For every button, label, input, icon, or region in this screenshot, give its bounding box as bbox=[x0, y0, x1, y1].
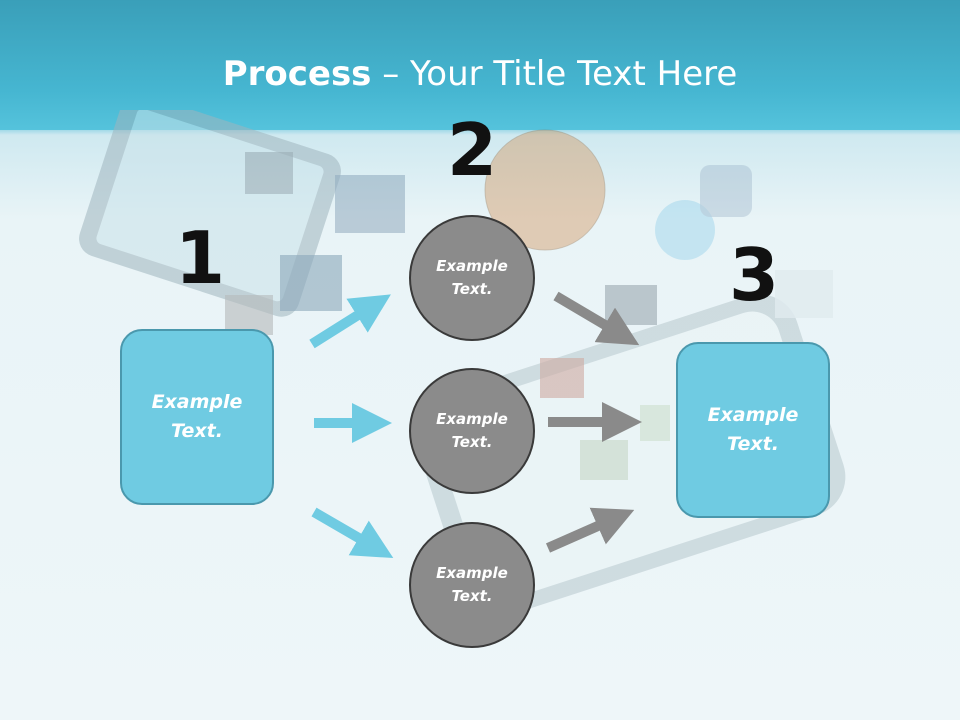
globe-shape bbox=[485, 130, 605, 250]
slide-title: Process – Your Title Text Here bbox=[0, 52, 960, 96]
step-number-1: 1 bbox=[174, 216, 226, 300]
step-2-circle-middle-text: Example Text. bbox=[436, 410, 508, 451]
step-2-circle-bottom-text: Example Text. bbox=[436, 564, 508, 605]
step-3-box-text: Example Text. bbox=[707, 404, 799, 455]
arrow-2a-to-3 bbox=[553, 291, 640, 346]
step-2-circle-top-text: Example Text. bbox=[436, 257, 508, 298]
title-bold: Process bbox=[222, 54, 372, 94]
step-number-2: 2 bbox=[446, 108, 498, 192]
step-1-box: Example Text. bbox=[120, 329, 274, 505]
arrow-1-to-2c bbox=[311, 507, 394, 559]
step-1-box-text: Example Text. bbox=[151, 391, 243, 442]
step-3-box: Example Text. bbox=[676, 342, 830, 518]
step-2-circle-bottom: Example Text. bbox=[409, 522, 535, 648]
header-band bbox=[0, 0, 960, 130]
title-rest: – Your Title Text Here bbox=[371, 54, 738, 94]
step-2-circle-top: Example Text. bbox=[409, 215, 535, 341]
arrow-2c-to-3 bbox=[545, 507, 635, 553]
arrow-1-to-2a bbox=[309, 294, 391, 349]
step-number-3: 3 bbox=[728, 233, 780, 317]
step-2-circle-middle: Example Text. bbox=[409, 368, 535, 494]
